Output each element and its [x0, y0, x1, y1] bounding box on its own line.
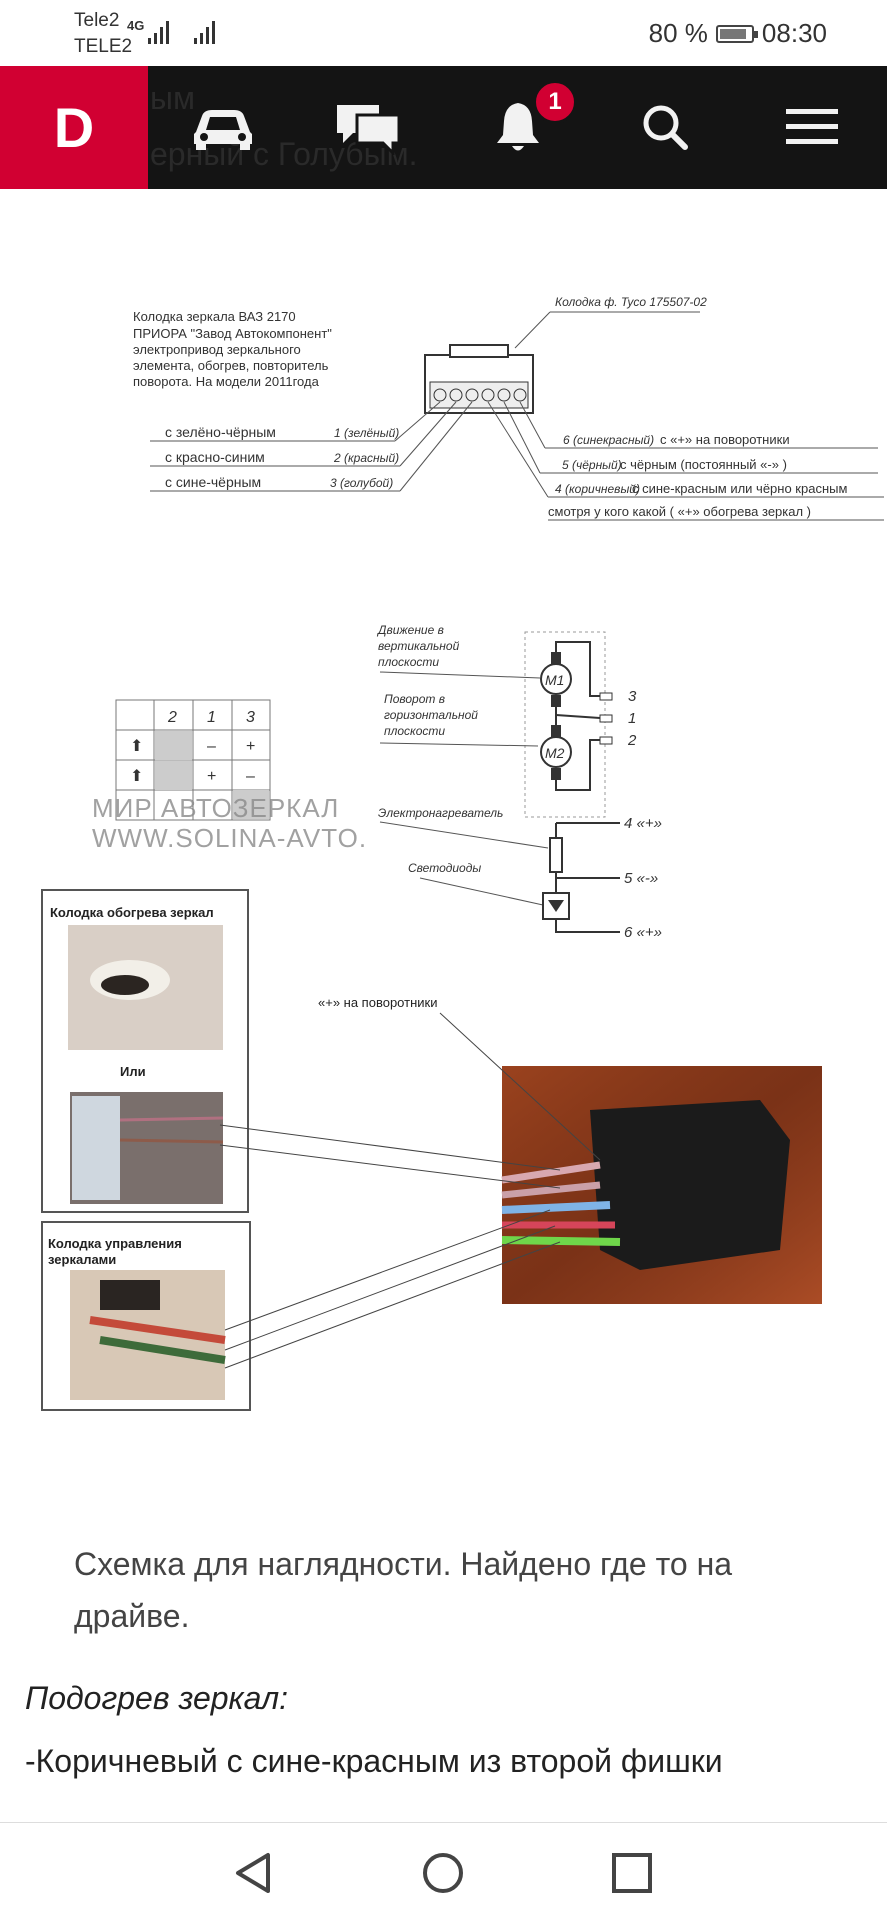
- notification-badge[interactable]: 1: [533, 80, 577, 124]
- svg-text:⬆: ⬆: [130, 738, 143, 755]
- battery-percent: 80 %: [648, 18, 708, 48]
- svg-text:2: 2: [167, 709, 177, 726]
- svg-text:M1: M1: [545, 672, 564, 688]
- watermark-line-2: WWW.SOLINA-AVTO.: [92, 823, 368, 853]
- svg-text:с сине-чёрным: с сине-чёрным: [165, 474, 261, 490]
- svg-text:горизонтальной: горизонтальной: [384, 708, 478, 722]
- car-icon[interactable]: [188, 94, 258, 160]
- svg-text:плоскости: плоскости: [384, 724, 445, 738]
- clock: 08:30: [761, 18, 827, 48]
- svg-text:6 «+»: 6 «+»: [624, 924, 662, 941]
- signal-icon: [148, 21, 169, 44]
- status-right: 80 % 08:30: [649, 18, 827, 49]
- svg-text:+: +: [207, 768, 216, 785]
- signal-icon-2: [194, 21, 215, 44]
- svg-text:3 (голубой): 3 (голубой): [330, 476, 393, 490]
- svg-text:Колодка ф. Tyco 175507-02: Колодка ф. Tyco 175507-02: [555, 295, 707, 309]
- svg-text:Электронагреватель: Электронагреватель: [378, 806, 503, 820]
- svg-text:элемента, обогрев, повторитель: элемента, обогрев, повторитель: [133, 358, 329, 373]
- svg-text:3: 3: [246, 709, 255, 726]
- svg-text:1: 1: [628, 710, 636, 727]
- svg-text:«+» на поворотники: «+» на поворотники: [318, 995, 437, 1010]
- menu-icon[interactable]: [777, 94, 847, 160]
- svg-text:Колодка управления: Колодка управления: [48, 1236, 182, 1251]
- svg-text:5 (чёрный): 5 (чёрный): [562, 458, 622, 472]
- connector-diagram: Колодка зеркала ВАЗ 2170 ПРИОРА "Завод А…: [133, 295, 884, 521]
- svg-text:с «+» на поворотники: с «+» на поворотники: [660, 432, 790, 447]
- system-nav-bar: [0, 1822, 887, 1921]
- svg-text:с красно-синим: с красно-синим: [165, 449, 265, 465]
- svg-text:–: –: [246, 768, 255, 785]
- body-text: -Коричневый с сине-красным из второй фиш…: [25, 1743, 723, 1779]
- svg-text:2: 2: [627, 732, 637, 749]
- svg-text:с чёрным (постоянный «-» ): с чёрным (постоянный «-» ): [620, 457, 787, 472]
- svg-text:электропривод зеркального: электропривод зеркального: [133, 342, 301, 357]
- photo-collage: Колодка обогрева зеркал Или Колодка упра…: [41, 889, 822, 1411]
- wiring-diagram-image[interactable]: Колодка зеркала ВАЗ 2170 ПРИОРА "Завод А…: [0, 190, 887, 1490]
- svg-text:с зелёно-чёрным: с зелёно-чёрным: [165, 424, 276, 440]
- svg-text:Светодиоды: Светодиоды: [408, 861, 481, 875]
- svg-text:2 (красный): 2 (красный): [333, 451, 399, 465]
- back-icon[interactable]: [232, 1851, 276, 1895]
- svg-text:4 «+»: 4 «+»: [624, 815, 662, 832]
- svg-text:⬆: ⬆: [130, 768, 143, 785]
- battery-icon: [715, 24, 758, 43]
- svg-text:1: 1: [207, 709, 216, 726]
- svg-text:M2: M2: [545, 745, 565, 761]
- svg-text:5 «-»: 5 «-»: [624, 870, 658, 887]
- recents-icon[interactable]: [610, 1851, 654, 1895]
- svg-text:4 (коричневый): 4 (коричневый): [555, 482, 640, 496]
- image-caption: Схемка для наглядности. Найдено где то н…: [74, 1546, 733, 1634]
- app-bar: ым ерный с Голубым. D 1: [0, 66, 887, 189]
- svg-text:вертикальной: вертикальной: [378, 639, 460, 653]
- watermark-line-1: МИР АВТОЗЕРКАЛ: [92, 793, 340, 823]
- section-heading: Подогрев зеркал:: [25, 1680, 289, 1716]
- home-icon[interactable]: [421, 1851, 465, 1895]
- status-bar: Tele2 TELE2 4G 80 % 08:30: [0, 0, 887, 66]
- svg-text:6 (синекрасный): 6 (синекрасный): [563, 433, 654, 447]
- svg-text:Или: Или: [120, 1064, 146, 1079]
- scrolled-text-1: ым: [150, 80, 195, 116]
- svg-text:Движение в: Движение в: [376, 623, 444, 637]
- svg-text:3: 3: [628, 688, 637, 705]
- svg-text:Поворот в: Поворот в: [384, 692, 445, 706]
- svg-text:зеркалами: зеркалами: [48, 1252, 116, 1267]
- svg-text:плоскости: плоскости: [378, 655, 439, 669]
- bell-icon[interactable]: [483, 94, 553, 160]
- network-type: 4G: [127, 18, 145, 33]
- svg-text:–: –: [207, 738, 216, 755]
- svg-text:смотря у кого какой ( «+» обог: смотря у кого какой ( «+» обогрева зерка…: [548, 504, 811, 519]
- svg-text:поворота. На модели 2011года: поворота. На модели 2011года: [133, 374, 320, 389]
- svg-text:+: +: [246, 738, 255, 755]
- motor-schematic: Движение в вертикальной плоскости Поворо…: [376, 623, 662, 941]
- logic-table: 2 1 3 – + + – ⬆ ⬆: [115, 699, 271, 821]
- carrier-1: Tele2: [74, 10, 120, 31]
- svg-text:Колодка зеркала ВАЗ 2170: Колодка зеркала ВАЗ 2170: [133, 309, 296, 324]
- search-icon[interactable]: [630, 94, 700, 160]
- svg-text:1 (зелёный): 1 (зелёный): [334, 426, 399, 440]
- chat-icon[interactable]: [333, 94, 403, 160]
- carrier-2: TELE2: [74, 36, 133, 57]
- drive2-logo[interactable]: D: [0, 66, 148, 189]
- svg-text:Колодка обогрева зеркал: Колодка обогрева зеркал: [50, 905, 214, 920]
- svg-text:ПРИОРА "Завод Автокомпонент": ПРИОРА "Завод Автокомпонент": [133, 326, 332, 341]
- svg-text:с сине-красным или чёрно красн: с сине-красным или чёрно красным: [632, 481, 847, 496]
